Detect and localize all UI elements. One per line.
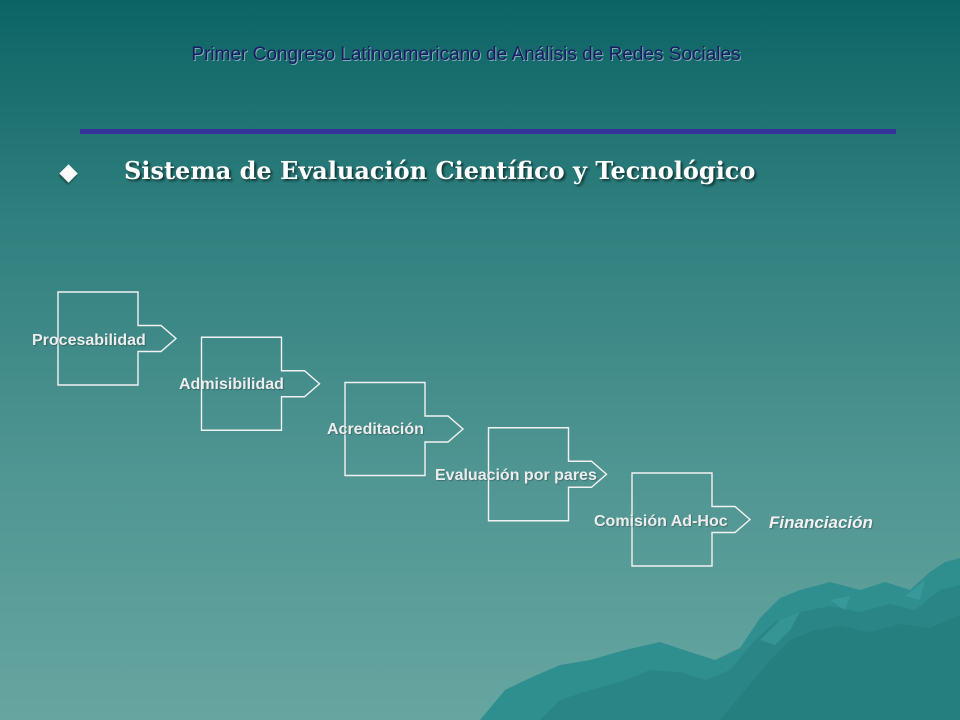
step-box-arrow-1 [57, 291, 178, 386]
step-label-5: Comisión Ad-Hoc [594, 513, 728, 530]
step-label-1: Procesabilidad [32, 332, 146, 349]
header-divider [80, 129, 896, 134]
step-box-arrow-3 [344, 381, 465, 477]
slide-title: Sistema de Evaluación Científico y Tecno… [124, 156, 756, 185]
outcome-label: Financiación [769, 513, 873, 532]
step-label-3: Acreditación [327, 421, 424, 438]
step-box-arrow-4 [487, 427, 608, 522]
step-label-2: Admisibilidad [179, 376, 284, 393]
step-box-arrow-2 [200, 336, 321, 431]
step-label-4: Evaluación por pares [435, 467, 597, 484]
step-box-arrow-5 [631, 472, 752, 567]
header-title: Primer Congreso Latinoamericano de Análi… [191, 44, 741, 65]
